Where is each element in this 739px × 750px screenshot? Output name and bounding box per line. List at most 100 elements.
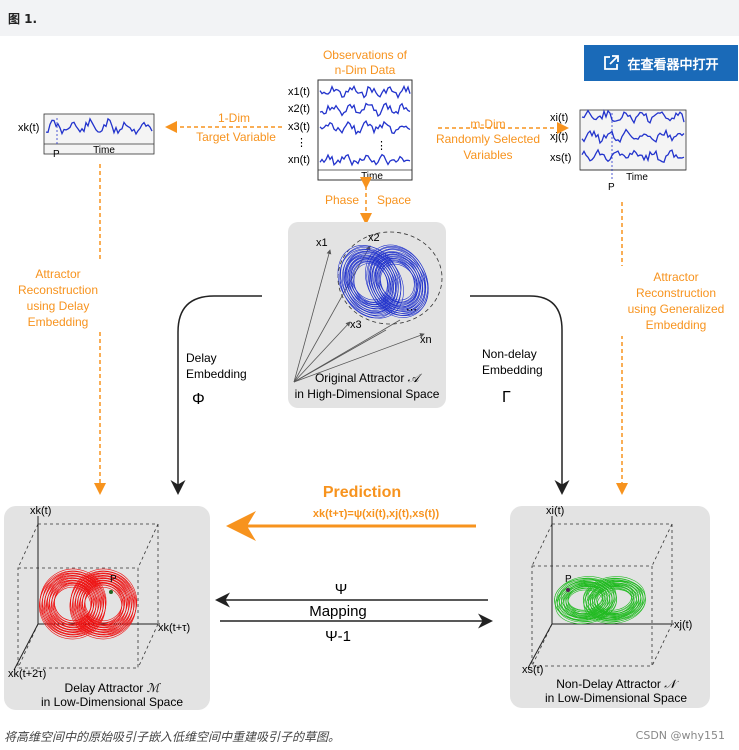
original-attractor-loop (375, 256, 420, 308)
svg-text:Embedding: Embedding (646, 318, 707, 332)
original-axis-x1: x1 (316, 237, 328, 249)
observation-wave (319, 84, 411, 100)
original-attractor-loop (380, 263, 418, 304)
delay-attractor-loop (43, 577, 101, 635)
nondelay-axis-xs: xs(t) (522, 664, 543, 676)
random-series-label-xs: xs(t) (550, 152, 571, 164)
original-axes (293, 245, 425, 383)
delay-attractor-point (109, 590, 113, 594)
delay-attractor-loop (51, 580, 95, 624)
delay-embedding-arrow (170, 295, 262, 495)
nondelay-attractor-axes (527, 516, 674, 669)
space-label: Space (377, 193, 411, 207)
original-attractor-loop (378, 260, 419, 308)
original-attractor-loop (344, 253, 399, 315)
prediction-title: Prediction (323, 484, 401, 501)
nondelay-attractor-point-label: P (565, 574, 572, 585)
target-point-label: P (53, 149, 60, 160)
original-attractor-symbol: 𝒜 (408, 371, 423, 385)
observations-time-label: Time (361, 171, 383, 182)
delay-symbol: Φ (192, 391, 205, 408)
observation-wave (319, 119, 411, 136)
series-label-x2: x2(t) (288, 103, 310, 115)
target-signal (45, 117, 153, 136)
original-attractor-loop (365, 244, 428, 316)
delay-attractor-loop (79, 580, 128, 628)
nondelay-attractor-loop (558, 583, 613, 621)
random-wave (581, 128, 685, 145)
original-attractor-label-2: in High-Dimensional Space (295, 387, 440, 401)
random-arrow-label-2: Randomly Selected (436, 132, 540, 146)
delay-attractor-loop (74, 575, 132, 633)
delay-attractor-symbol: ℳ (147, 681, 162, 695)
nondelay-attractor-loop (561, 584, 611, 620)
nondelay-attractor-loop (555, 579, 617, 625)
watermark: CSDN @why151 (635, 729, 725, 742)
original-axis-x3: x3 (350, 319, 362, 331)
left-reconstruction-label: Attractor Reconstruction using Delay Emb… (18, 262, 172, 332)
psi-inverse-symbol: Ψ-1 (325, 628, 351, 645)
observations-title-2: n-Dim Data (335, 63, 396, 77)
delay-attractor-loop (84, 586, 123, 625)
svg-text:Attractor: Attractor (35, 267, 80, 281)
delay-attractor-loop (77, 577, 130, 631)
delay-attractor-loop (49, 578, 97, 626)
series-ellipsis-mid: ⋮ (376, 140, 387, 152)
svg-text:Reconstruction: Reconstruction (18, 283, 98, 297)
observations-title-1: Observations of (323, 48, 408, 62)
embedding-diagram: Observations of n-Dim Data Time x1(t) x2… (4, 48, 736, 710)
original-attractor-trajectory (337, 244, 429, 319)
svg-text:Reconstruction: Reconstruction (636, 286, 716, 300)
nondelay-attractor-symbol: 𝒩 (664, 677, 679, 691)
random-signals (581, 109, 685, 164)
svg-text:Embedding: Embedding (28, 315, 89, 329)
nondelay-embedding-label-1: Non-delay (482, 347, 537, 361)
open-in-viewer-label: 在查看器中打开 (627, 57, 719, 73)
nondelay-embedding-arrow (470, 295, 570, 495)
delay-attractor-loop (39, 570, 106, 638)
original-attractor-loop (346, 255, 396, 312)
original-attractor-boundary (337, 231, 443, 325)
svg-text:using Delay: using Delay (27, 299, 90, 313)
mapping-label: Mapping (309, 603, 367, 620)
psi-symbol: Ψ (335, 581, 348, 598)
nondelay-attractor-point (566, 588, 570, 592)
figure-label: 图 1. (8, 12, 38, 26)
nondelay-attractor-loop (592, 584, 637, 616)
delay-attractor-loop (81, 582, 125, 626)
delay-embedding-label-1: Delay (186, 351, 217, 365)
phase-label: Phase (325, 193, 359, 207)
nondelay-attractor-loop (565, 583, 606, 613)
nondelay-attractor-label-1: Non-Delay Attractor 𝒩 (556, 677, 679, 691)
delay-attractor-label-2: in Low-Dimensional Space (41, 695, 183, 709)
nondelay-attractor-label-2: in Low-Dimensional Space (545, 691, 687, 705)
nondelay-attractor-loop (567, 585, 604, 611)
delay-attractor-loop (72, 571, 135, 633)
open-in-viewer-button[interactable]: 在查看器中打开 (584, 45, 738, 81)
target-arrow-label-1: 1-Dim (218, 111, 250, 125)
random-wave (581, 109, 685, 125)
random-arrow-label-3: Variables (463, 148, 512, 162)
nondelay-attractor-loop (585, 577, 644, 619)
target-signal-label: xk(t) (18, 122, 39, 134)
delay-attractor-loop (41, 573, 104, 635)
nondelay-attractor-loop (556, 579, 615, 621)
right-reconstruction-label: Attractor Reconstruction using Generaliz… (618, 266, 736, 336)
nondelay-attractor-loop (558, 579, 613, 617)
nondelay-attractor-loop (583, 580, 646, 624)
original-attractor-label-1: Original Attractor 𝒜 (315, 371, 423, 385)
series-label-x3: x3(t) (288, 121, 310, 133)
delay-attractor-loop (84, 583, 123, 622)
delay-axis-xk-tau: xk(t+τ) (158, 622, 190, 634)
original-attractor-loop (349, 257, 390, 303)
observation-signals (319, 84, 411, 167)
random-wave (581, 148, 685, 164)
original-attractor-loop (352, 261, 389, 303)
delay-attractor-trajectory (39, 568, 138, 640)
original-attractor-loop (367, 246, 426, 314)
series-label-x1: x1(t) (288, 86, 310, 98)
random-series-label-xj: xj(t) (550, 131, 568, 143)
observation-wave (319, 102, 411, 118)
original-axis-x2: x2 (368, 232, 380, 244)
series-ellipsis: ⋮ (296, 137, 307, 149)
